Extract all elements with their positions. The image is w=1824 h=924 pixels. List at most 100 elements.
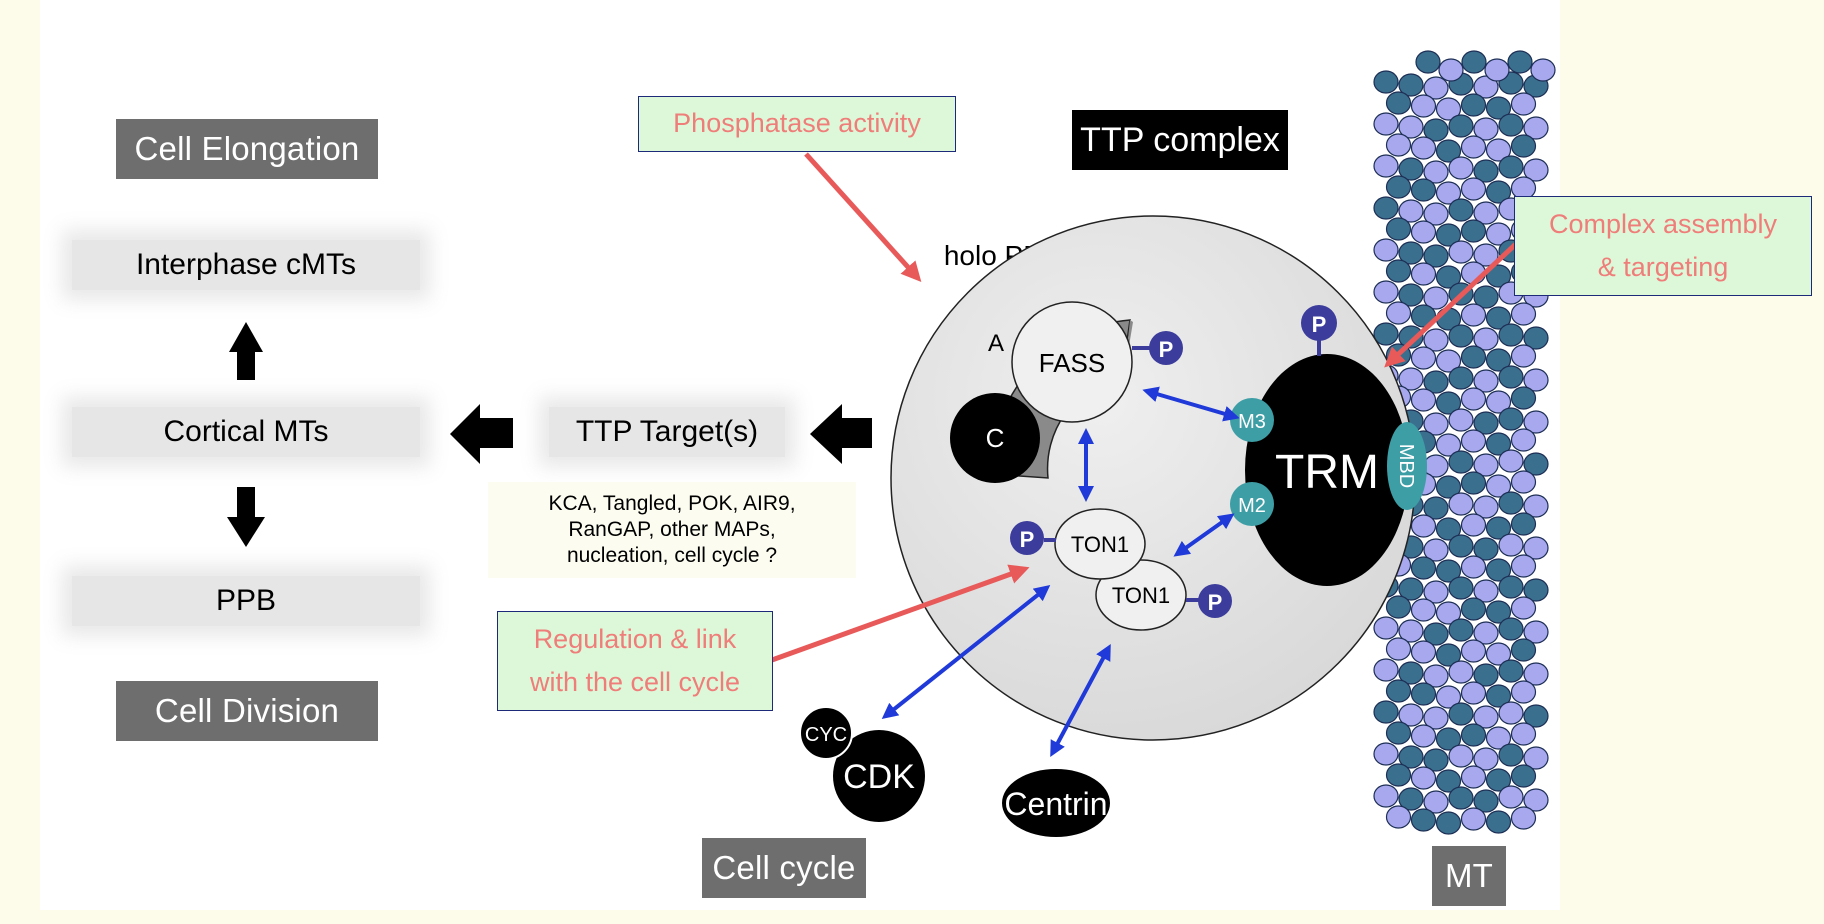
tubulin-subunit: [1498, 113, 1524, 137]
tubulin-subunit: [1473, 495, 1499, 519]
tubulin-subunit: [1485, 474, 1512, 498]
tubulin-subunit: [1373, 238, 1399, 262]
tubulin-subunit: [1385, 805, 1412, 829]
tubulin-subunit: [1423, 664, 1449, 688]
mbd-label: MBD: [1395, 444, 1417, 488]
tubulin-subunit: [1448, 450, 1474, 474]
tubulin-subunit: [1473, 201, 1499, 225]
ton1-cdk-arrow: [881, 585, 1051, 719]
fass-circle: [1011, 301, 1133, 423]
tubulin-subunit: [1423, 244, 1449, 268]
tubulin-subunit: [1435, 97, 1462, 121]
tubulin-subunit: [1460, 555, 1487, 579]
tubulin-subunit: [1523, 368, 1549, 392]
tubulin-subunit: [1398, 115, 1424, 139]
tubulin-subunit: [1423, 790, 1449, 814]
tubulin-subunit: [1373, 784, 1399, 808]
tubulin-subunit: [1373, 112, 1399, 136]
trm-label: TRM: [1275, 446, 1379, 499]
tubulin-subunit: [1448, 702, 1474, 726]
tubulin-subunit: [1498, 743, 1524, 767]
tubulin-subunit: [1473, 579, 1499, 603]
trm-ellipse: [1245, 354, 1409, 586]
tubulin-subunit: [1485, 390, 1512, 414]
tubulin-subunit: [1410, 598, 1437, 622]
tubulin-subunit: [1485, 264, 1512, 288]
tubulin-subunit: [1448, 408, 1474, 432]
ttp-targets-note: KCA, Tangled, POK, AIR9, RanGAP, other M…: [488, 482, 856, 578]
ppb-box: PPB: [72, 576, 420, 626]
tubulin-subunit: [1398, 157, 1424, 181]
tubulin-subunit: [1448, 366, 1474, 390]
tubulin-subunit: [1485, 348, 1512, 372]
arrow-down-icon: [227, 487, 265, 547]
tubulin-subunit: [1460, 807, 1487, 831]
tubulin-subunit: [1423, 622, 1449, 646]
cdk-label: CDK: [843, 758, 915, 796]
tubulin-subunit: [1398, 745, 1424, 769]
centrin-label: Centrin: [1004, 786, 1107, 822]
tubulin-subunit: [1415, 50, 1441, 74]
tubulin-subunit: [1498, 659, 1524, 683]
tubulin-subunit: [1423, 748, 1449, 772]
tubulin-subunit: [1398, 367, 1424, 391]
targets-note-line3: nucleation, cell cycle ?: [566, 544, 778, 568]
fass-phospho-icon: [1149, 331, 1183, 365]
m3-label: M3: [1238, 411, 1266, 433]
tubulin-subunit: [1385, 595, 1412, 619]
tubulin-subunit: [1410, 178, 1437, 202]
tubulin-subunit: [1510, 512, 1537, 536]
tubulin-subunit: [1448, 492, 1474, 516]
tubulin-subunit: [1498, 155, 1524, 179]
tubulin-subunit: [1523, 788, 1549, 812]
tubulin-subunit: [1498, 785, 1524, 809]
tubulin-subunit: [1485, 684, 1512, 708]
tubulin-subunit: [1423, 706, 1449, 730]
cdk-circle: [833, 730, 925, 822]
tubulin-subunit: [1460, 597, 1487, 621]
tubulin-subunit: [1398, 661, 1424, 685]
tubulin-subunit: [1435, 391, 1462, 415]
m3-motif: [1230, 398, 1274, 442]
fass-label: FASS: [1039, 348, 1105, 378]
tubulin-subunit: [1460, 681, 1487, 705]
tubulin-subunit: [1398, 283, 1424, 307]
tubulin-subunit: [1410, 640, 1437, 664]
tubulin-subunit: [1473, 453, 1499, 477]
trm-phospho-icon: [1301, 305, 1337, 341]
tubulin-subunit: [1435, 475, 1462, 499]
tubulin-subunit: [1398, 73, 1424, 97]
centrin-ellipse: [1002, 769, 1110, 837]
tubulin-subunit: [1473, 243, 1499, 267]
tubulin-subunit: [1523, 704, 1549, 728]
tubulin-subunit: [1473, 705, 1499, 729]
tubulin-subunit: [1373, 658, 1399, 682]
tubulin-subunit: [1385, 721, 1412, 745]
tubulin-subunit: [1448, 534, 1474, 558]
arrow-left-icon-2: [810, 404, 872, 464]
phosphatase-activity-box: Phosphatase activity: [638, 96, 956, 152]
ttp-complex-title: TTP complex: [1072, 110, 1288, 170]
tubulin-subunit: [1385, 679, 1412, 703]
tubulin-subunit: [1485, 810, 1512, 834]
tubulin-subunit: [1473, 789, 1499, 813]
tubulin-subunit: [1435, 139, 1462, 163]
tubulin-subunit: [1485, 558, 1512, 582]
tubulin-subunit: [1448, 576, 1474, 600]
tubulin-subunit: [1423, 118, 1449, 142]
tubulin-subunit: [1460, 429, 1487, 453]
tubulin-subunit: [1473, 621, 1499, 645]
complex-assembly-box: Complex assembly & targeting: [1514, 196, 1812, 296]
mt-label-box: MT: [1432, 846, 1506, 906]
regulation-line1: Regulation & link: [533, 623, 737, 654]
tubulin-subunit: [1398, 577, 1424, 601]
cell-cycle-box: Cell cycle: [702, 838, 866, 898]
regulation-line2: with the cell cycle: [529, 667, 741, 697]
tubulin-subunit: [1398, 787, 1424, 811]
tubulin-subunit: [1373, 700, 1399, 724]
tubulin-subunit: [1498, 533, 1524, 557]
tubulin-subunit: [1448, 744, 1474, 768]
tubulin-subunit: [1523, 452, 1549, 476]
m2-motif: [1230, 482, 1274, 526]
tubulin-subunit: [1485, 138, 1512, 162]
